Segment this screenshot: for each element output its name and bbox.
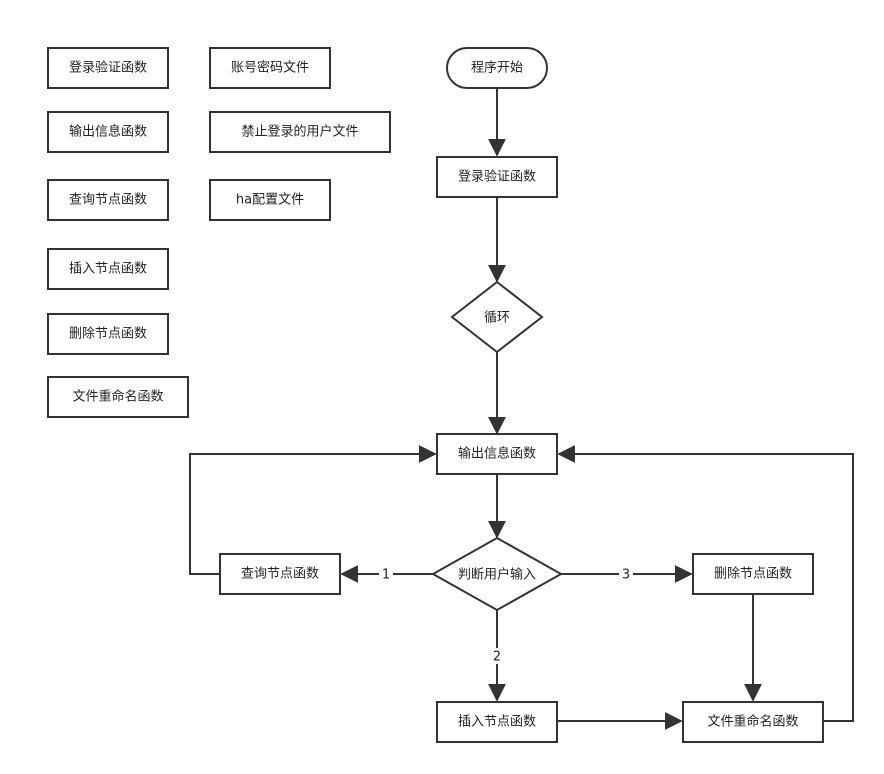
legend-banned-file-label: 禁止登录的用户文件 bbox=[241, 124, 358, 140]
node-delete-label: 删除节点函数 bbox=[714, 567, 792, 582]
node-loop: 循环 bbox=[450, 280, 544, 354]
node-login-label: 登录验证函数 bbox=[458, 169, 536, 185]
node-query-label: 查询节点函数 bbox=[241, 567, 319, 582]
node-login: 登录验证函数 bbox=[436, 156, 558, 198]
node-start: 程序开始 bbox=[446, 47, 548, 89]
node-delete: 删除节点函数 bbox=[692, 553, 814, 595]
legend-rename-box: 文件重命名函数 bbox=[47, 376, 189, 418]
legend-query-label: 查询节点函数 bbox=[69, 193, 147, 208]
legend-login-box: 登录验证函数 bbox=[47, 47, 169, 89]
edges bbox=[189, 89, 854, 730]
node-output: 输出信息函数 bbox=[436, 433, 558, 475]
legend-output-label: 输出信息函数 bbox=[69, 124, 147, 140]
legend-output-box: 输出信息函数 bbox=[47, 111, 169, 153]
legend-delete-label: 删除节点函数 bbox=[69, 327, 147, 342]
legend-query-box: 查询节点函数 bbox=[47, 179, 169, 221]
legend-account-file-box: 账号密码文件 bbox=[209, 47, 331, 89]
legend-insert-box: 插入节点函数 bbox=[47, 248, 169, 290]
node-start-label: 程序开始 bbox=[471, 61, 523, 76]
node-insert-label: 插入节点函数 bbox=[458, 715, 536, 730]
node-query: 查询节点函数 bbox=[219, 553, 341, 595]
legend-ha-file-box: ha配置文件 bbox=[209, 179, 331, 221]
node-judge-label: 判断用户输入 bbox=[458, 567, 536, 583]
edge-labels: 1 2 3 bbox=[379, 566, 633, 665]
node-judge: 判断用户输入 bbox=[430, 536, 564, 612]
legend-login-label: 登录验证函数 bbox=[69, 60, 147, 76]
legend-files: 账号密码文件 禁止登录的用户文件 ha配置文件 bbox=[209, 47, 391, 221]
node-rename-label: 文件重命名函数 bbox=[707, 714, 798, 730]
legend-account-file-label: 账号密码文件 bbox=[231, 60, 309, 76]
edge-rename-back-to-output bbox=[557, 445, 854, 722]
node-rename: 文件重命名函数 bbox=[682, 701, 824, 743]
legend-rename-label: 文件重命名函数 bbox=[72, 389, 163, 405]
edge-label-1: 1 bbox=[382, 568, 390, 583]
node-loop-label: 循环 bbox=[484, 311, 510, 326]
edge-label-2: 2 bbox=[493, 650, 501, 665]
node-output-label: 输出信息函数 bbox=[458, 446, 536, 462]
legend-insert-label: 插入节点函数 bbox=[69, 262, 147, 277]
edge-label-3: 3 bbox=[622, 568, 630, 583]
edge-query-back-to-output bbox=[189, 445, 437, 575]
legend-functions: 登录验证函数 输出信息函数 查询节点函数 插入节点函数 删除节点函数 文件重命名… bbox=[47, 47, 189, 418]
legend-banned-file-box: 禁止登录的用户文件 bbox=[209, 111, 391, 153]
nodes: 程序开始 登录验证函数 循环 输出信息函数 判断用户输入 查询节点函数 删除节点… bbox=[219, 47, 824, 743]
node-insert: 插入节点函数 bbox=[436, 701, 558, 743]
legend-delete-box: 删除节点函数 bbox=[47, 313, 169, 355]
legend-ha-file-label: ha配置文件 bbox=[236, 193, 304, 208]
